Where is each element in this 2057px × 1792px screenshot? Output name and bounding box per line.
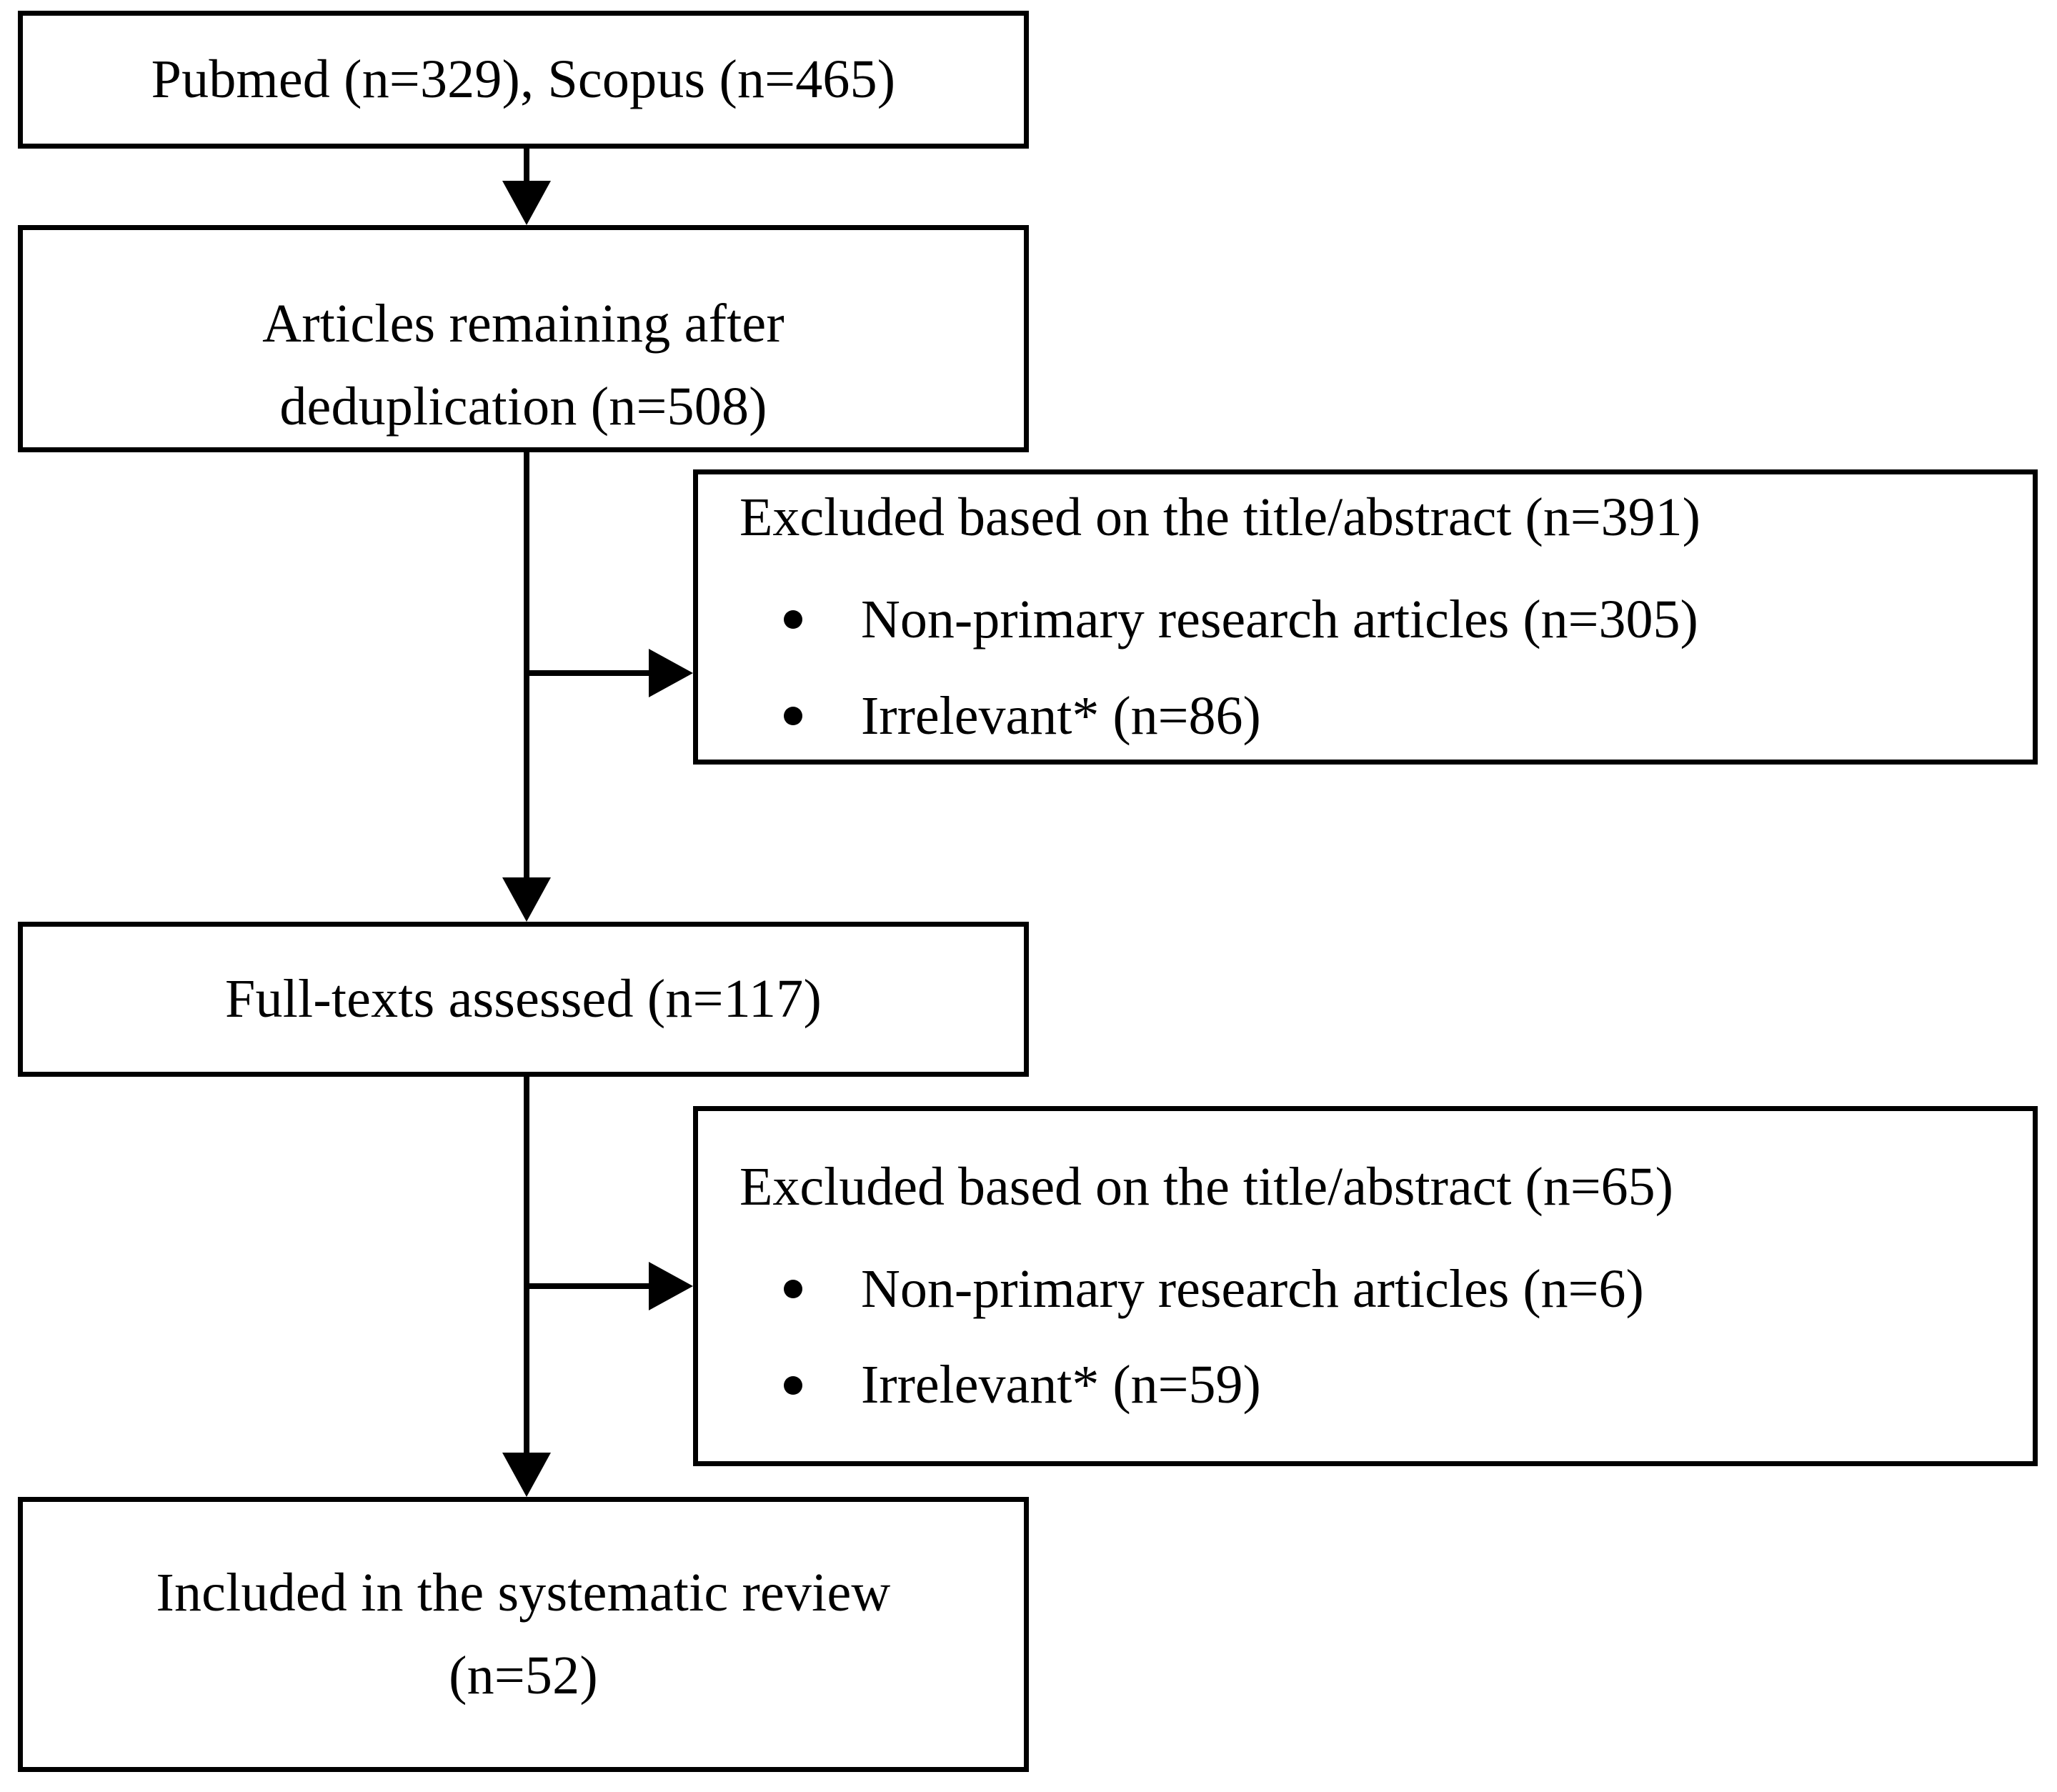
excluded-1-heading: Excluded based on the title/abstract (n=… [739,487,1700,548]
connector-sources-to-dedup [524,149,529,184]
excluded-1-reason-label: Irrelevant* (n=86) [861,685,1261,746]
connector-dedup-to-fulltext [524,452,529,879]
node-excluded-full-text-stage: Excluded based on the title/abstract (n=… [693,1106,2038,1466]
excluded-2-reason-list: Non-primary research articles (n=6) Irre… [739,1254,2018,1421]
node-sources-line-1: Pubmed (n=329), Scopus (n=465) [151,49,896,109]
excluded-2-reason-label: Non-primary research articles (n=6) [861,1258,1644,1319]
arrowhead-fulltext-to-excluded-2 [649,1262,693,1310]
arrowhead-dedup-to-excluded-1 [649,649,693,697]
connector-fulltext-to-excluded-2 [524,1283,649,1289]
arrowhead-fulltext-to-included [502,1453,551,1497]
bullet-icon [784,1375,802,1395]
node-excluded-title-abstract-screening: Excluded based on the title/abstract (n=… [693,469,2038,765]
connector-fulltext-to-included [524,1077,529,1454]
node-fulltext-text: Full-texts assessed (n=117) [23,958,1024,1041]
node-after-deduplication: Articles remaining after deduplication (… [18,225,1029,452]
arrowhead-dedup-to-fulltext [502,877,551,922]
excluded-2-content: Excluded based on the title/abstract (n=… [698,1152,2033,1420]
node-included-text: Included in the systematic review (n=52) [23,1552,1024,1717]
excluded-2-reason-item: Non-primary research articles (n=6) [739,1254,2018,1325]
node-included-line-1: Included in the systematic review [156,1562,891,1623]
node-included-in-review: Included in the systematic review (n=52) [18,1497,1029,1772]
excluded-1-reason-item: Non-primary research articles (n=305) [739,584,2018,655]
excluded-1-reason-item: Irrelevant* (n=86) [739,681,2018,752]
bullet-icon [784,610,802,629]
excluded-1-reason-label: Non-primary research articles (n=305) [861,589,1698,650]
node-database-sources: Pubmed (n=329), Scopus (n=465) [18,11,1029,149]
excluded-1-reason-list: Non-primary research articles (n=305) Ir… [739,584,2018,752]
node-dedup-text: Articles remaining after deduplication (… [23,283,1024,447]
node-dedup-line-1: Articles remaining after [262,294,785,354]
node-fulltext-line-1: Full-texts assessed (n=117) [225,968,822,1029]
connector-dedup-to-excluded-1 [524,670,649,676]
node-sources-text: Pubmed (n=329), Scopus (n=465) [23,39,1024,121]
excluded-2-reason-item: Irrelevant* (n=59) [739,1350,2018,1420]
bullet-icon [784,1279,802,1298]
node-full-texts-assessed: Full-texts assessed (n=117) [18,922,1029,1077]
excluded-2-heading: Excluded based on the title/abstract (n=… [739,1156,1673,1217]
arrowhead-sources-to-dedup [502,181,551,225]
excluded-1-content: Excluded based on the title/abstract (n=… [698,482,2033,751]
bullet-icon [784,707,802,726]
node-included-line-2: (n=52) [449,1645,598,1706]
excluded-2-reason-label: Irrelevant* (n=59) [861,1355,1261,1415]
node-dedup-line-2: deduplication (n=508) [279,377,767,437]
